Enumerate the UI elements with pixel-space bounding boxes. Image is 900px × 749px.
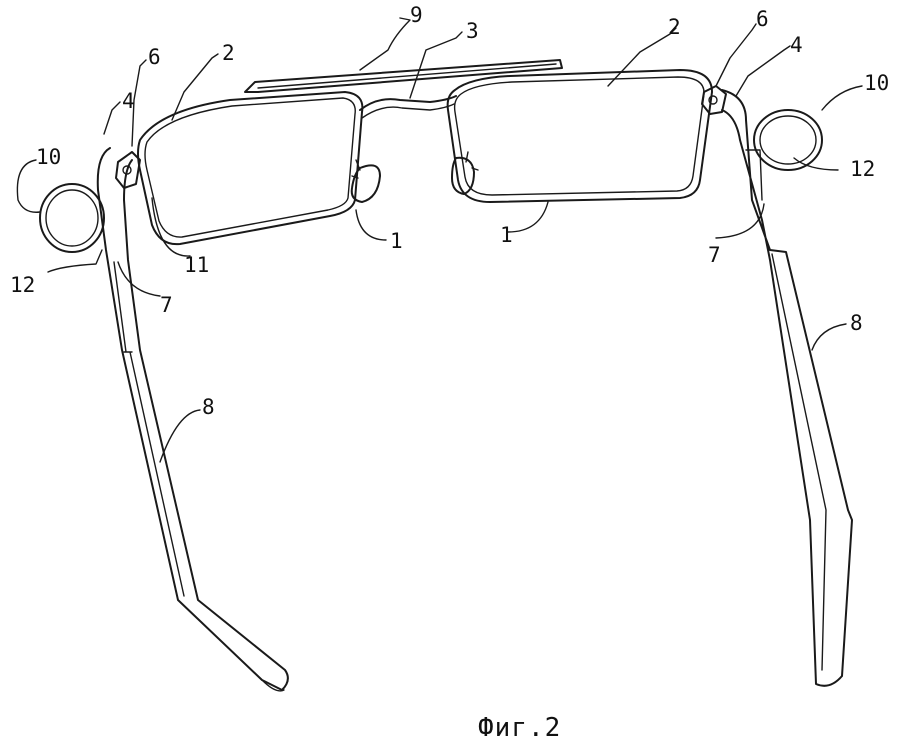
label-8-left: 8 [202, 395, 215, 419]
label-3: 3 [466, 19, 479, 43]
label-4-left: 4 [122, 89, 135, 113]
top-bar [244, 59, 563, 93]
right-lens [446, 69, 713, 203]
label-9: 9 [410, 3, 423, 27]
figure-caption: Фиг.2 [478, 713, 561, 743]
left-loop [39, 183, 105, 253]
label-8-right: 8 [850, 311, 863, 335]
label-10-right: 10 [864, 71, 889, 95]
label-1-right: 1 [500, 223, 513, 247]
label-4-right: 4 [790, 33, 803, 57]
right-temple [721, 89, 853, 687]
label-12-left: 12 [10, 273, 35, 297]
label-11: 11 [184, 253, 209, 277]
label-7-left: 7 [160, 293, 173, 317]
right-loop [753, 109, 823, 171]
leader-lines [16, 17, 863, 463]
left-lens [137, 91, 364, 246]
left-temple [96, 147, 289, 692]
label-6-left: 6 [148, 45, 161, 69]
bridge [359, 95, 457, 119]
label-12-right: 12 [850, 157, 875, 181]
label-2-right: 2 [668, 15, 681, 39]
label-6-right: 6 [756, 7, 769, 31]
label-1-left: 1 [390, 229, 403, 253]
label-2-left: 2 [222, 41, 235, 65]
label-7-right: 7 [708, 243, 721, 267]
nose-pads [350, 151, 479, 203]
label-10-left: 10 [36, 145, 61, 169]
reference-labels: 9 3 2 2 6 6 4 4 10 10 1 1 11 12 12 7 7 8… [10, 3, 889, 419]
